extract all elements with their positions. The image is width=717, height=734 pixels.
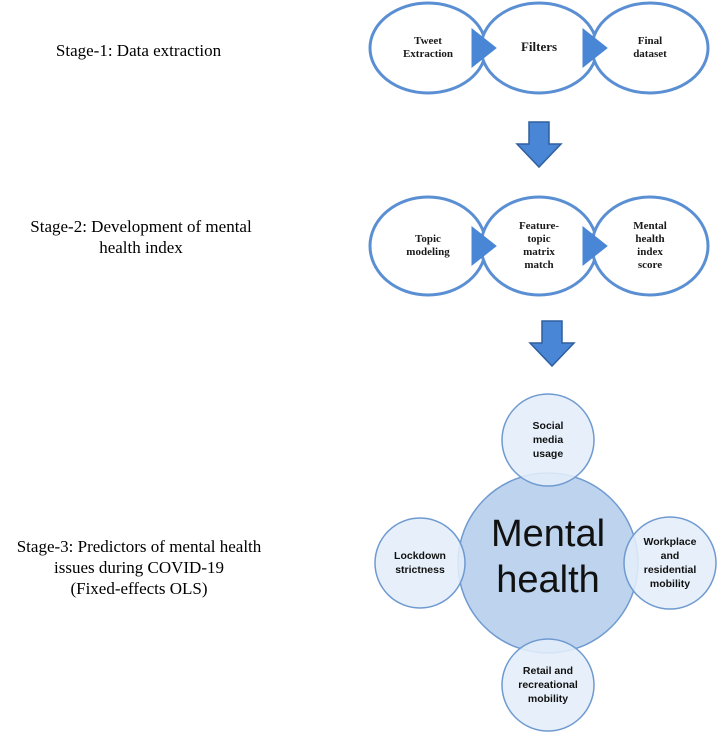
- stage-2-node-label: score: [638, 259, 662, 271]
- stage-1-node-label: Extraction: [403, 48, 453, 60]
- stage-1-node-label: dataset: [633, 48, 667, 60]
- satellite-label-top: media: [533, 434, 564, 446]
- stage-2-node-label: index: [637, 246, 663, 258]
- stage-1-label: Stage-1: Data extraction: [36, 40, 241, 61]
- satellite-circle-left: [374, 517, 466, 609]
- stage-2-node-label: matrix: [523, 246, 555, 258]
- stage-3-label: Stage-3: Predictors of mental health iss…: [0, 536, 278, 599]
- stage-1-node-label: Final: [638, 35, 662, 47]
- satellite-label-right: mobility: [650, 578, 690, 590]
- stage-2-label-line: health index: [99, 238, 183, 257]
- stage-2-node-label: match: [524, 259, 553, 271]
- stage-2-label-line: Stage-2: Development of mental: [30, 217, 252, 236]
- stage-3-label-line: (Fixed-effects OLS): [70, 579, 208, 598]
- stage-2-node-label: Feature-: [519, 220, 559, 232]
- stage-3-label-line: Stage-3: Predictors of mental health: [16, 537, 262, 556]
- satellite-circle-bottom: [501, 638, 595, 732]
- satellite-label-right: and: [661, 550, 680, 562]
- satellite-label-top: Social: [533, 420, 564, 432]
- stage-1-flow: [368, 1, 710, 95]
- stage-2-node-label: topic: [527, 233, 550, 245]
- stage-2-node-label: health: [635, 233, 664, 245]
- flow-chevron-icon: [471, 225, 497, 267]
- stage-3-label-line: issues during COVID-19: [54, 558, 224, 577]
- stage-3-hub: [374, 393, 717, 732]
- satellite-label-top: usage: [533, 448, 564, 460]
- stage-2-node-label: Mental: [633, 220, 667, 232]
- stage-1-to-2-arrow-icon: [515, 121, 563, 169]
- stage-2-label: Stage-2: Development of mental health in…: [6, 216, 276, 258]
- stage-1-node-label: Filters: [521, 39, 557, 54]
- flow-chevron-icon: [582, 27, 608, 69]
- stage-2-node-label: modeling: [406, 246, 450, 258]
- center-label: Mental: [491, 513, 605, 555]
- satellite-circle-top: [501, 393, 595, 487]
- stage-2-node-label: Topic: [415, 233, 441, 245]
- satellite-label-left: strictness: [395, 564, 445, 576]
- satellite-label-bottom: recreational: [518, 679, 578, 691]
- stage-2-to-3-arrow-icon: [528, 320, 576, 368]
- flow-chevron-icon: [582, 225, 608, 267]
- stage-2-flow: [368, 195, 710, 297]
- flow-chevron-icon: [471, 27, 497, 69]
- satellite-label-right: Workplace: [644, 536, 697, 548]
- satellite-circle-right: [623, 516, 717, 610]
- stage-1-node-label: Tweet: [414, 35, 442, 47]
- satellite-label-left: Lockdown: [394, 550, 446, 562]
- satellite-label-right: residential: [644, 564, 697, 576]
- satellite-label-bottom: mobility: [528, 693, 568, 705]
- satellite-label-bottom: Retail and: [523, 665, 573, 677]
- stage-1-label-line: Stage-1: Data extraction: [55, 41, 222, 60]
- center-label: health: [496, 559, 600, 601]
